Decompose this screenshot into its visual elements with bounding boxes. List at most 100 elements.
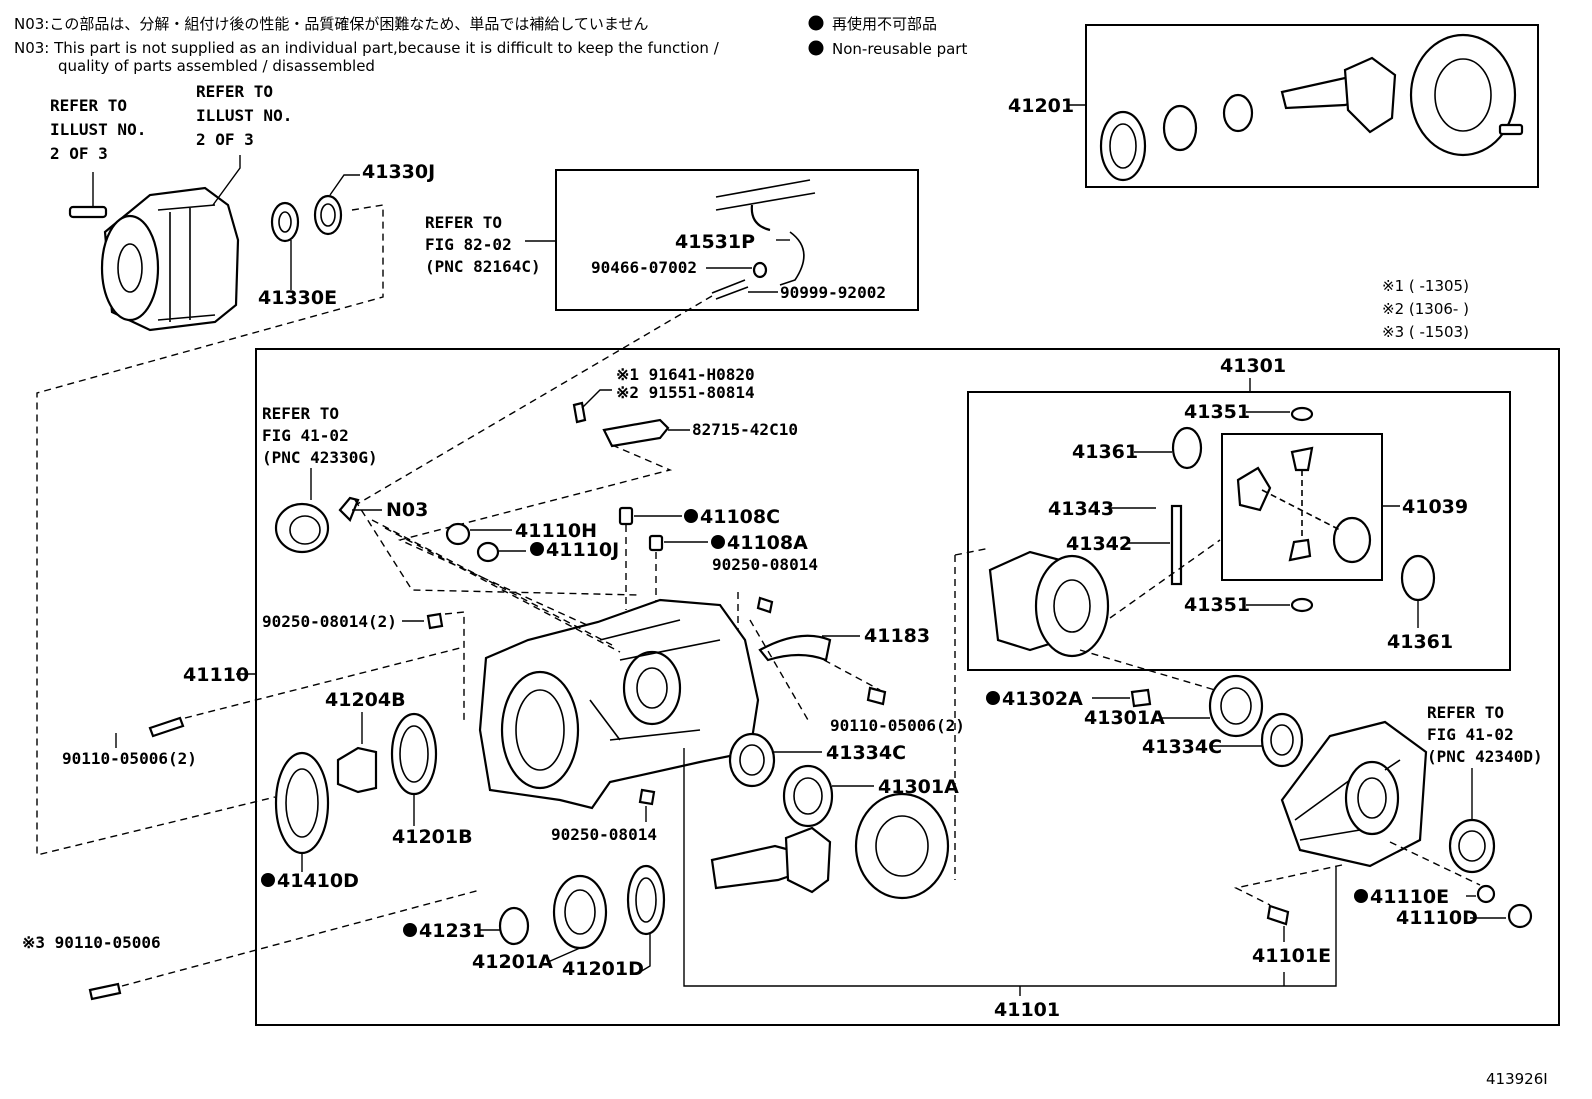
label-41110J: 41110J — [546, 539, 619, 561]
dashed-shim-route — [749, 619, 809, 721]
dashed-breather-to-n03 — [341, 295, 713, 514]
seal-41330J-part — [313, 194, 343, 236]
gear-set-part — [1099, 33, 1524, 182]
label-41201A: 41201A — [472, 951, 553, 973]
label-90110-05006-2-left: 90110-05006(2) — [62, 749, 197, 768]
label-41302A: 41302A — [1002, 688, 1083, 710]
transfer-housing-part — [68, 155, 241, 332]
dashed-diff-route — [954, 539, 1221, 880]
nonreusable-bullet-icon — [808, 40, 824, 56]
bolt-90110-code3-part — [88, 982, 122, 1001]
leader-91641 — [581, 389, 612, 409]
label-82715-42C10: 82715-42C10 — [692, 420, 798, 439]
nonreusable-bullet-icon — [986, 691, 1000, 705]
dashed-bracket-route — [397, 444, 673, 641]
label-91641-H0820: ※1 91641-H0820 — [616, 365, 755, 384]
dashed-routing-left — [36, 204, 384, 856]
leader-41201A — [547, 947, 581, 963]
nonreusable-bullet-icon — [261, 873, 275, 887]
nut-41204B-part — [336, 746, 378, 794]
label-41108C: 41108C — [700, 506, 780, 528]
label-90250-08014-top: 90250-08014 — [712, 555, 818, 574]
bolt-41302A-part — [1130, 688, 1152, 708]
note-n03-jp: N03:この部品は、分解・組付け後の性能・品質確保が困難なため、単品では補給して… — [14, 15, 648, 33]
label-41110D: 41110D — [1396, 907, 1478, 929]
gasket-41110E-part — [1476, 884, 1496, 904]
note-n03-en-line2: quality of parts assembled / disassemble… — [58, 57, 375, 75]
plug-41108A-part — [648, 534, 664, 552]
dashed-rear-route — [1233, 841, 1481, 906]
label-41110H: 41110H — [515, 520, 597, 542]
breather-hose-part — [711, 179, 816, 300]
seal-41410D-part — [274, 751, 330, 855]
label-41101: 41101 — [994, 999, 1060, 1021]
nonreusable-bullet-icon — [808, 15, 824, 31]
refer-illust-line2: ILLUST NO. — [196, 106, 292, 125]
note-nonreusable-en: Non-reusable part — [832, 40, 967, 58]
note-nonreusable-jp: 再使用不可部品 — [832, 15, 937, 33]
right-seal-part — [1448, 818, 1496, 874]
ring-gear-part — [854, 792, 950, 900]
bearing-41301A-right-part — [1208, 674, 1264, 738]
shim-41334C-right-part — [1260, 712, 1304, 768]
bearing-41201B-bore — [399, 725, 429, 783]
label-41334C-right: 41334C — [1142, 736, 1222, 758]
bearing-41201A-part — [552, 874, 608, 950]
refer-fig82-line1: REFER TO — [425, 213, 502, 232]
dashed-pin-route — [444, 611, 465, 720]
label-41342: 41342 — [1066, 533, 1132, 555]
breather-group-box — [555, 169, 919, 311]
shim-41334C-right-bore — [1270, 724, 1294, 756]
leader-41330J — [329, 174, 360, 196]
seal-41201D-bore — [635, 877, 657, 923]
main-assembly-box — [255, 348, 1560, 1026]
differential-case-part — [988, 550, 1110, 658]
refer-fig41-right-line2: FIG 41-02 — [1427, 725, 1514, 744]
pin-90250-part — [756, 596, 774, 614]
label-41204B: 41204B — [325, 689, 406, 711]
plug-41110H-part — [445, 522, 471, 546]
label-41039: 41039 — [1402, 496, 1468, 518]
label-41108A: 41108A — [727, 532, 808, 554]
dashed-41183-route — [823, 659, 881, 691]
nonreusable-bullet-icon — [1354, 889, 1368, 903]
code-note-2: ※2 (1306- ) — [1382, 300, 1469, 318]
pin-90250-2-part — [426, 612, 444, 630]
label-41101E: 41101E — [1252, 945, 1331, 967]
bearing-41301A-center-part — [782, 764, 834, 828]
shim-41334C-center-part — [728, 732, 776, 788]
nonreusable-bullet-icon — [684, 509, 698, 523]
differential-case-box — [967, 391, 1511, 671]
nonreusable-bullet-icon — [711, 535, 725, 549]
seal-41410D-bore — [285, 768, 319, 838]
refer-fig41-right-line3: (PNC 42340D) — [1427, 747, 1543, 766]
label-41330J: 41330J — [362, 161, 435, 183]
refer-fig82-line2: FIG 82-02 — [425, 235, 512, 254]
label-90250-08014-2: 90250-08014(2) — [262, 612, 397, 631]
left-seal-bore — [289, 515, 321, 545]
refer-illust-line3: 2 OF 3 — [50, 144, 108, 163]
code-note-3: ※3 ( -1503) — [1382, 323, 1469, 341]
note-n03-en-line1: N03: This part is not supplied as an ind… — [14, 39, 720, 57]
bracket-41101 — [683, 748, 1337, 987]
seal-41330E-bore — [278, 211, 292, 233]
rear-cover-part — [1280, 720, 1428, 868]
washer-41351-top-part — [1290, 406, 1314, 422]
refer-illust-line3: 2 OF 3 — [196, 130, 254, 149]
seal-41201D-part — [626, 864, 666, 936]
washer-41351-bottom-part — [1290, 597, 1314, 613]
refer-fig41-left-line3: (PNC 42330G) — [262, 448, 378, 467]
seal-41330E-part — [270, 201, 300, 243]
refer-fig41-left-line2: FIG 41-02 — [262, 426, 349, 445]
label-41301A-center: 41301A — [878, 776, 959, 798]
seal-41330J-bore — [320, 203, 336, 227]
refer-illust-line1: REFER TO — [50, 96, 127, 115]
label-41201: 41201 — [1008, 95, 1074, 117]
label-41410D: 41410D — [277, 870, 359, 892]
refer-fig82-line3: (PNC 82164C) — [425, 257, 541, 276]
bearing-41201A-bore — [564, 889, 596, 935]
refer-fig41-left-line1: REFER TO — [262, 404, 339, 423]
bolt-41101E-part — [1266, 904, 1290, 926]
label-41110: 41110 — [183, 664, 249, 686]
